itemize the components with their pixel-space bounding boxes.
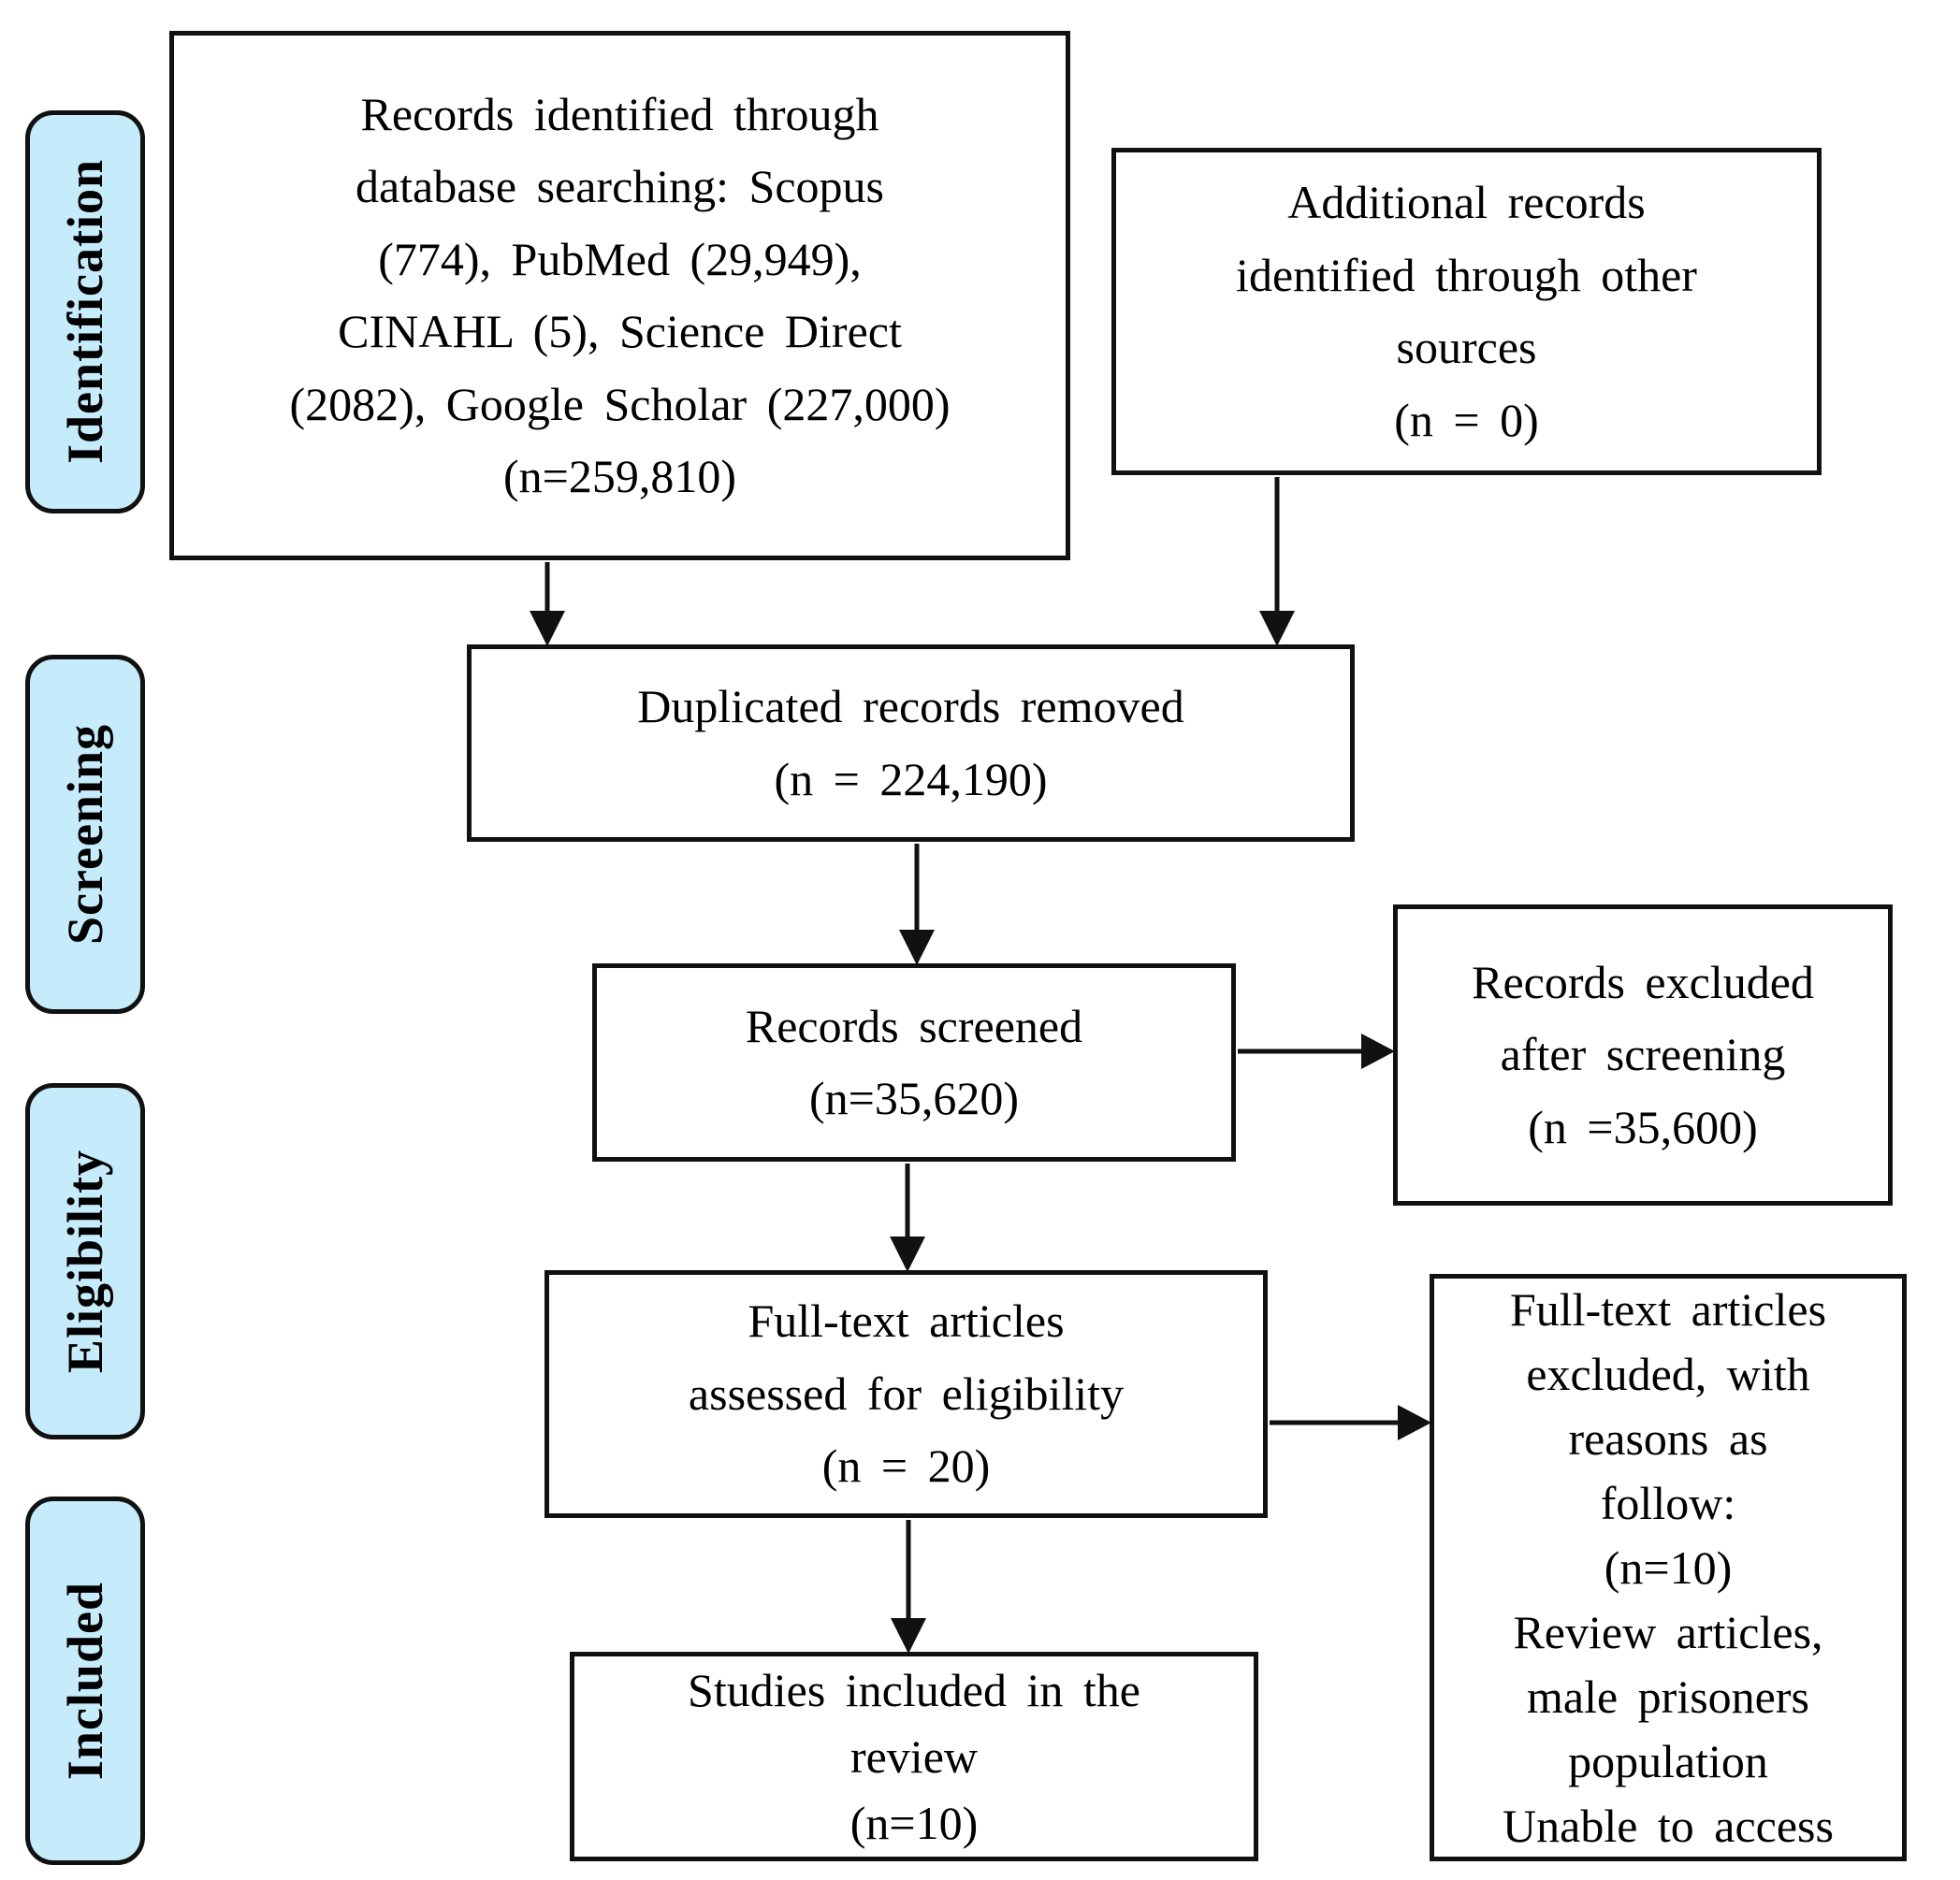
studies-included-box: Studies included in the review (n=10) xyxy=(570,1652,1258,1861)
stage-label-included-text: Included xyxy=(57,1581,113,1781)
additional-records-box: Additional records identified through oth… xyxy=(1111,148,1822,475)
text-line: population xyxy=(1568,1734,1768,1787)
text-line: database searching: Scopus xyxy=(355,160,885,212)
text-line: (n=10) xyxy=(1604,1540,1733,1594)
fulltext-excluded-box: Full-text articles excluded, with reasons … xyxy=(1430,1274,1907,1861)
arrow-screened-to-excluded xyxy=(1238,1034,1395,1069)
arrow-additional-to-duplicates xyxy=(1259,477,1295,646)
text-line: (n =35,600) xyxy=(1528,1100,1758,1153)
arrow-fulltext-to-excluded xyxy=(1270,1405,1431,1440)
text-line: Full-text articles xyxy=(1509,1282,1827,1336)
text-line: (n = 0) xyxy=(1394,393,1539,446)
stage-label-eligibility-text: Eligibility xyxy=(57,1149,113,1374)
text-line: Studies included in the xyxy=(688,1663,1140,1716)
text-line: review xyxy=(849,1729,979,1783)
text-line: Full-text articles xyxy=(748,1294,1065,1348)
text-line: (n = 224,190) xyxy=(774,752,1048,805)
arrow-duplicates-to-screened xyxy=(899,844,935,965)
text-line: (n=35,620) xyxy=(809,1072,1019,1124)
text-line: Duplicated records removed xyxy=(637,680,1184,732)
text-line: assessed for eligibility xyxy=(688,1367,1125,1420)
fulltext-assessed-box: Full-text articles assessed for eligibili… xyxy=(544,1270,1268,1518)
text-line: identified through other xyxy=(1236,248,1697,301)
arrow-identified-to-duplicates xyxy=(530,562,565,646)
text-line: excluded, with xyxy=(1526,1347,1810,1400)
stage-label-screening-text: Screening xyxy=(57,724,113,945)
stage-label-included: Included xyxy=(25,1497,145,1865)
stage-label-screening: Screening xyxy=(25,655,145,1014)
text-line: male prisoners xyxy=(1527,1670,1809,1723)
text-line: (n=10) xyxy=(849,1796,979,1849)
text-line: (n = 20) xyxy=(821,1439,991,1493)
text-line: Records identified through xyxy=(360,87,879,140)
text-line: (774), PubMed (29,949), xyxy=(378,232,862,285)
text-line: sources xyxy=(1396,321,1537,373)
text-line: CINAHL (5), Science Direct xyxy=(338,305,902,357)
records-screened-box: Records screened (n=35,620) xyxy=(592,963,1236,1162)
text-line: Unable to access xyxy=(1503,1799,1834,1852)
text-line: reasons as xyxy=(1568,1411,1768,1465)
text-line: Records screened xyxy=(745,999,1083,1052)
records-identified-box: Records identified through database searc… xyxy=(169,31,1070,560)
duplicates-removed-box: Duplicated records removed (n = 224,190) xyxy=(467,644,1355,842)
text-line: Review articles, xyxy=(1513,1605,1823,1658)
text-line: Records excluded xyxy=(1472,955,1814,1008)
text-line: (n=259,810) xyxy=(503,450,736,502)
stage-label-eligibility: Eligibility xyxy=(25,1083,145,1439)
arrow-screened-to-fulltext xyxy=(890,1164,925,1272)
stage-label-identification: Identification xyxy=(25,110,145,513)
stage-label-identification-text: Identification xyxy=(57,159,113,465)
text-line: after screening xyxy=(1500,1028,1786,1081)
text-line: (2082), Google Scholar (227,000) xyxy=(289,377,951,430)
arrow-fulltext-to-included xyxy=(891,1520,926,1654)
text-line: Additional records xyxy=(1287,176,1646,228)
text-line: follow: xyxy=(1600,1476,1736,1529)
records-excluded-box: Records excluded after screening (n =35,60… xyxy=(1393,904,1893,1206)
